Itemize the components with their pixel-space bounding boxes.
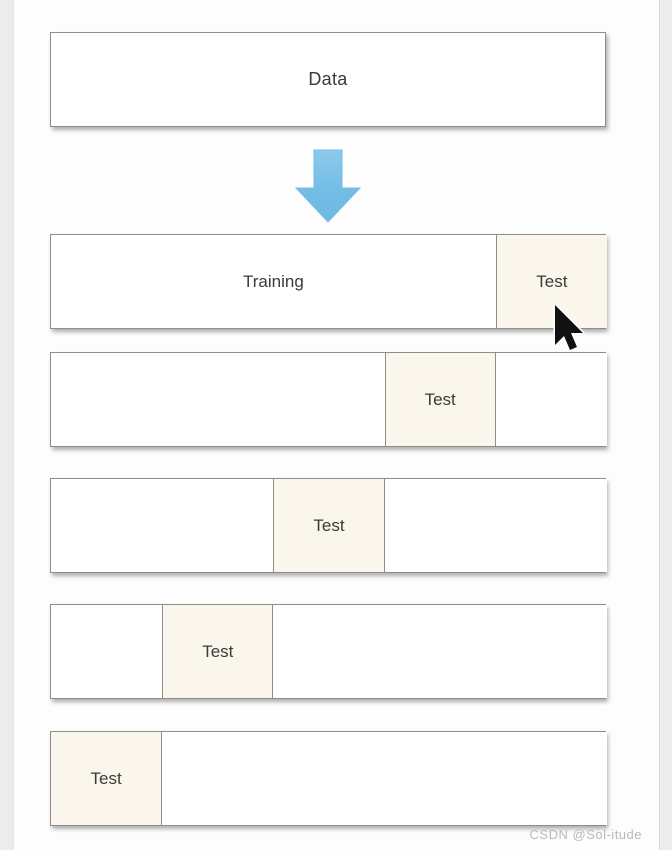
fold-4-test-segment: Test xyxy=(162,605,274,698)
fold-2-train-right xyxy=(495,353,607,446)
fold-5-test-label: Test xyxy=(90,768,122,788)
fold-3-test-segment: Test xyxy=(273,479,385,572)
fold-3-train-right xyxy=(384,479,607,572)
fold-4-test-label: Test xyxy=(202,641,234,661)
data-box: Data xyxy=(50,32,606,127)
fold-2-test-segment: Test xyxy=(384,353,496,446)
watermark: CSDN @Sol-itude xyxy=(529,827,642,842)
fold-4-train-right xyxy=(273,605,607,698)
data-box-label: Data xyxy=(308,69,348,89)
fold-2-train-left xyxy=(51,353,385,446)
fold-1-test-label: Test xyxy=(536,271,568,291)
fold-5-test-segment: Test xyxy=(51,732,163,825)
fold-3-train-left xyxy=(51,479,274,572)
fold-3-test-label: Test xyxy=(313,515,345,535)
fold-row-2: Test xyxy=(50,352,607,447)
fold-4-train-left xyxy=(51,605,163,698)
down-arrow-icon xyxy=(288,148,368,226)
fold-row-1: Training Test xyxy=(50,234,607,329)
fold-1-train-left: Training xyxy=(51,235,496,328)
fold-1-test-segment: Test xyxy=(495,235,607,328)
fold-row-3: Test xyxy=(50,478,607,573)
fold-5-train-right xyxy=(162,732,607,825)
fold-row-5: Test xyxy=(50,731,607,826)
fold-1-train-label: Training xyxy=(243,271,304,291)
fold-2-test-label: Test xyxy=(424,389,456,409)
fold-row-4: Test xyxy=(50,604,607,699)
